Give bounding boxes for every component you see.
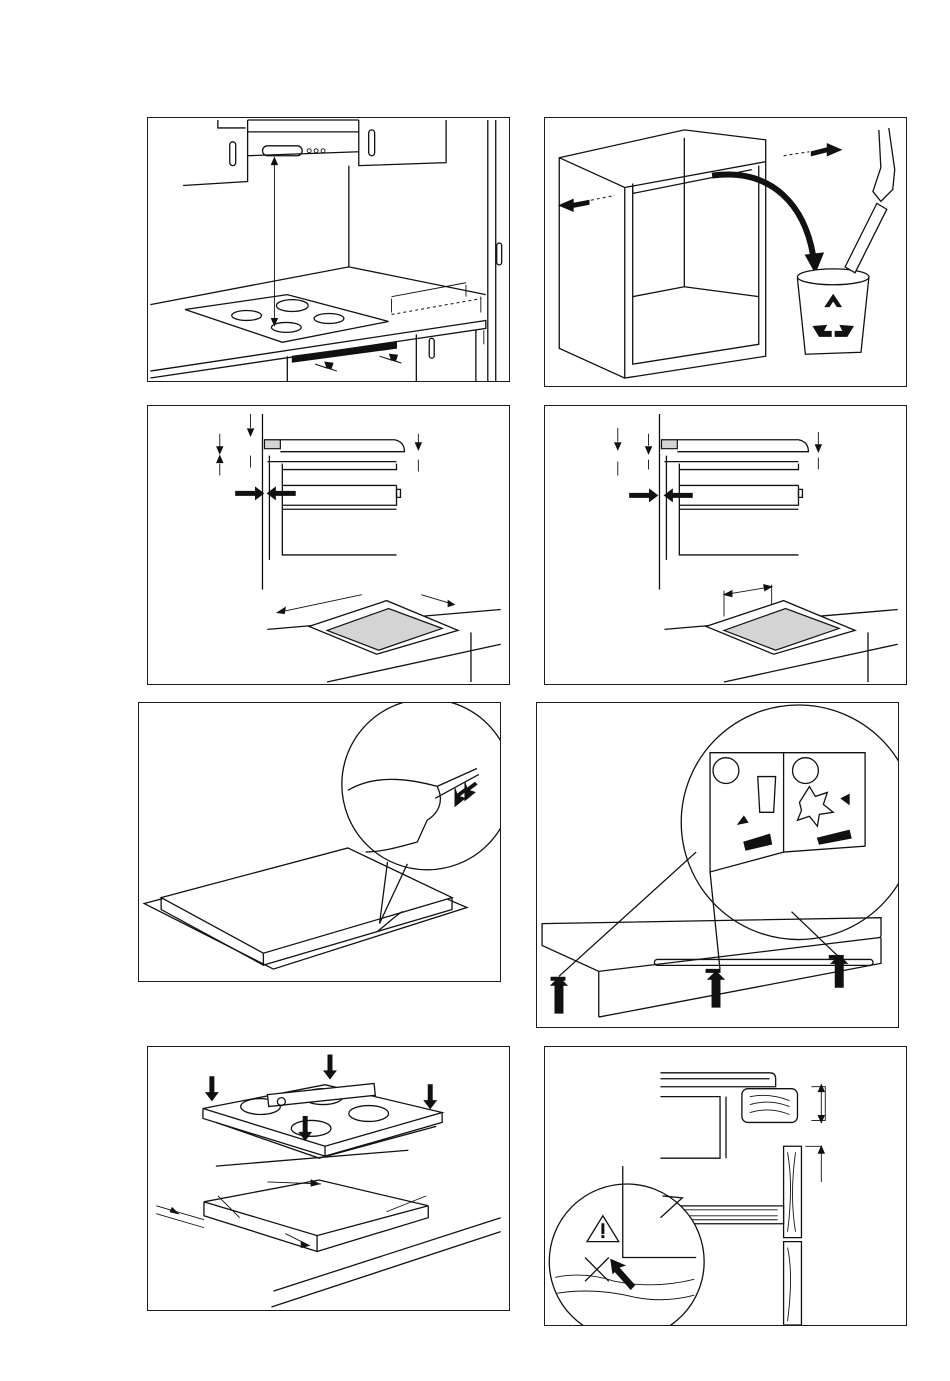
figure-cutout-dims-a <box>147 405 510 685</box>
inserting-hob-illustration <box>148 1047 509 1310</box>
cutout-dims-a-illustration <box>148 406 509 684</box>
hob-hood-illustration <box>148 118 509 381</box>
figure-cabinet-recycle <box>544 117 907 387</box>
figure-seal-strip <box>138 702 501 982</box>
figure-worktop-warning <box>544 1046 907 1326</box>
figure-fixing-brackets <box>536 702 899 1028</box>
cabinet-recycle-illustration <box>545 118 906 386</box>
figure-inserting-hob <box>147 1046 510 1311</box>
worktop-warning-illustration <box>545 1047 906 1325</box>
figure-hob-hood-clearance <box>147 117 510 382</box>
cutout-dims-b-illustration <box>545 406 906 684</box>
arrow-icon <box>551 955 847 1013</box>
seal-strip-illustration <box>139 703 500 981</box>
fixing-brackets-illustration <box>537 703 898 1027</box>
figure-cutout-dims-b <box>544 405 907 685</box>
